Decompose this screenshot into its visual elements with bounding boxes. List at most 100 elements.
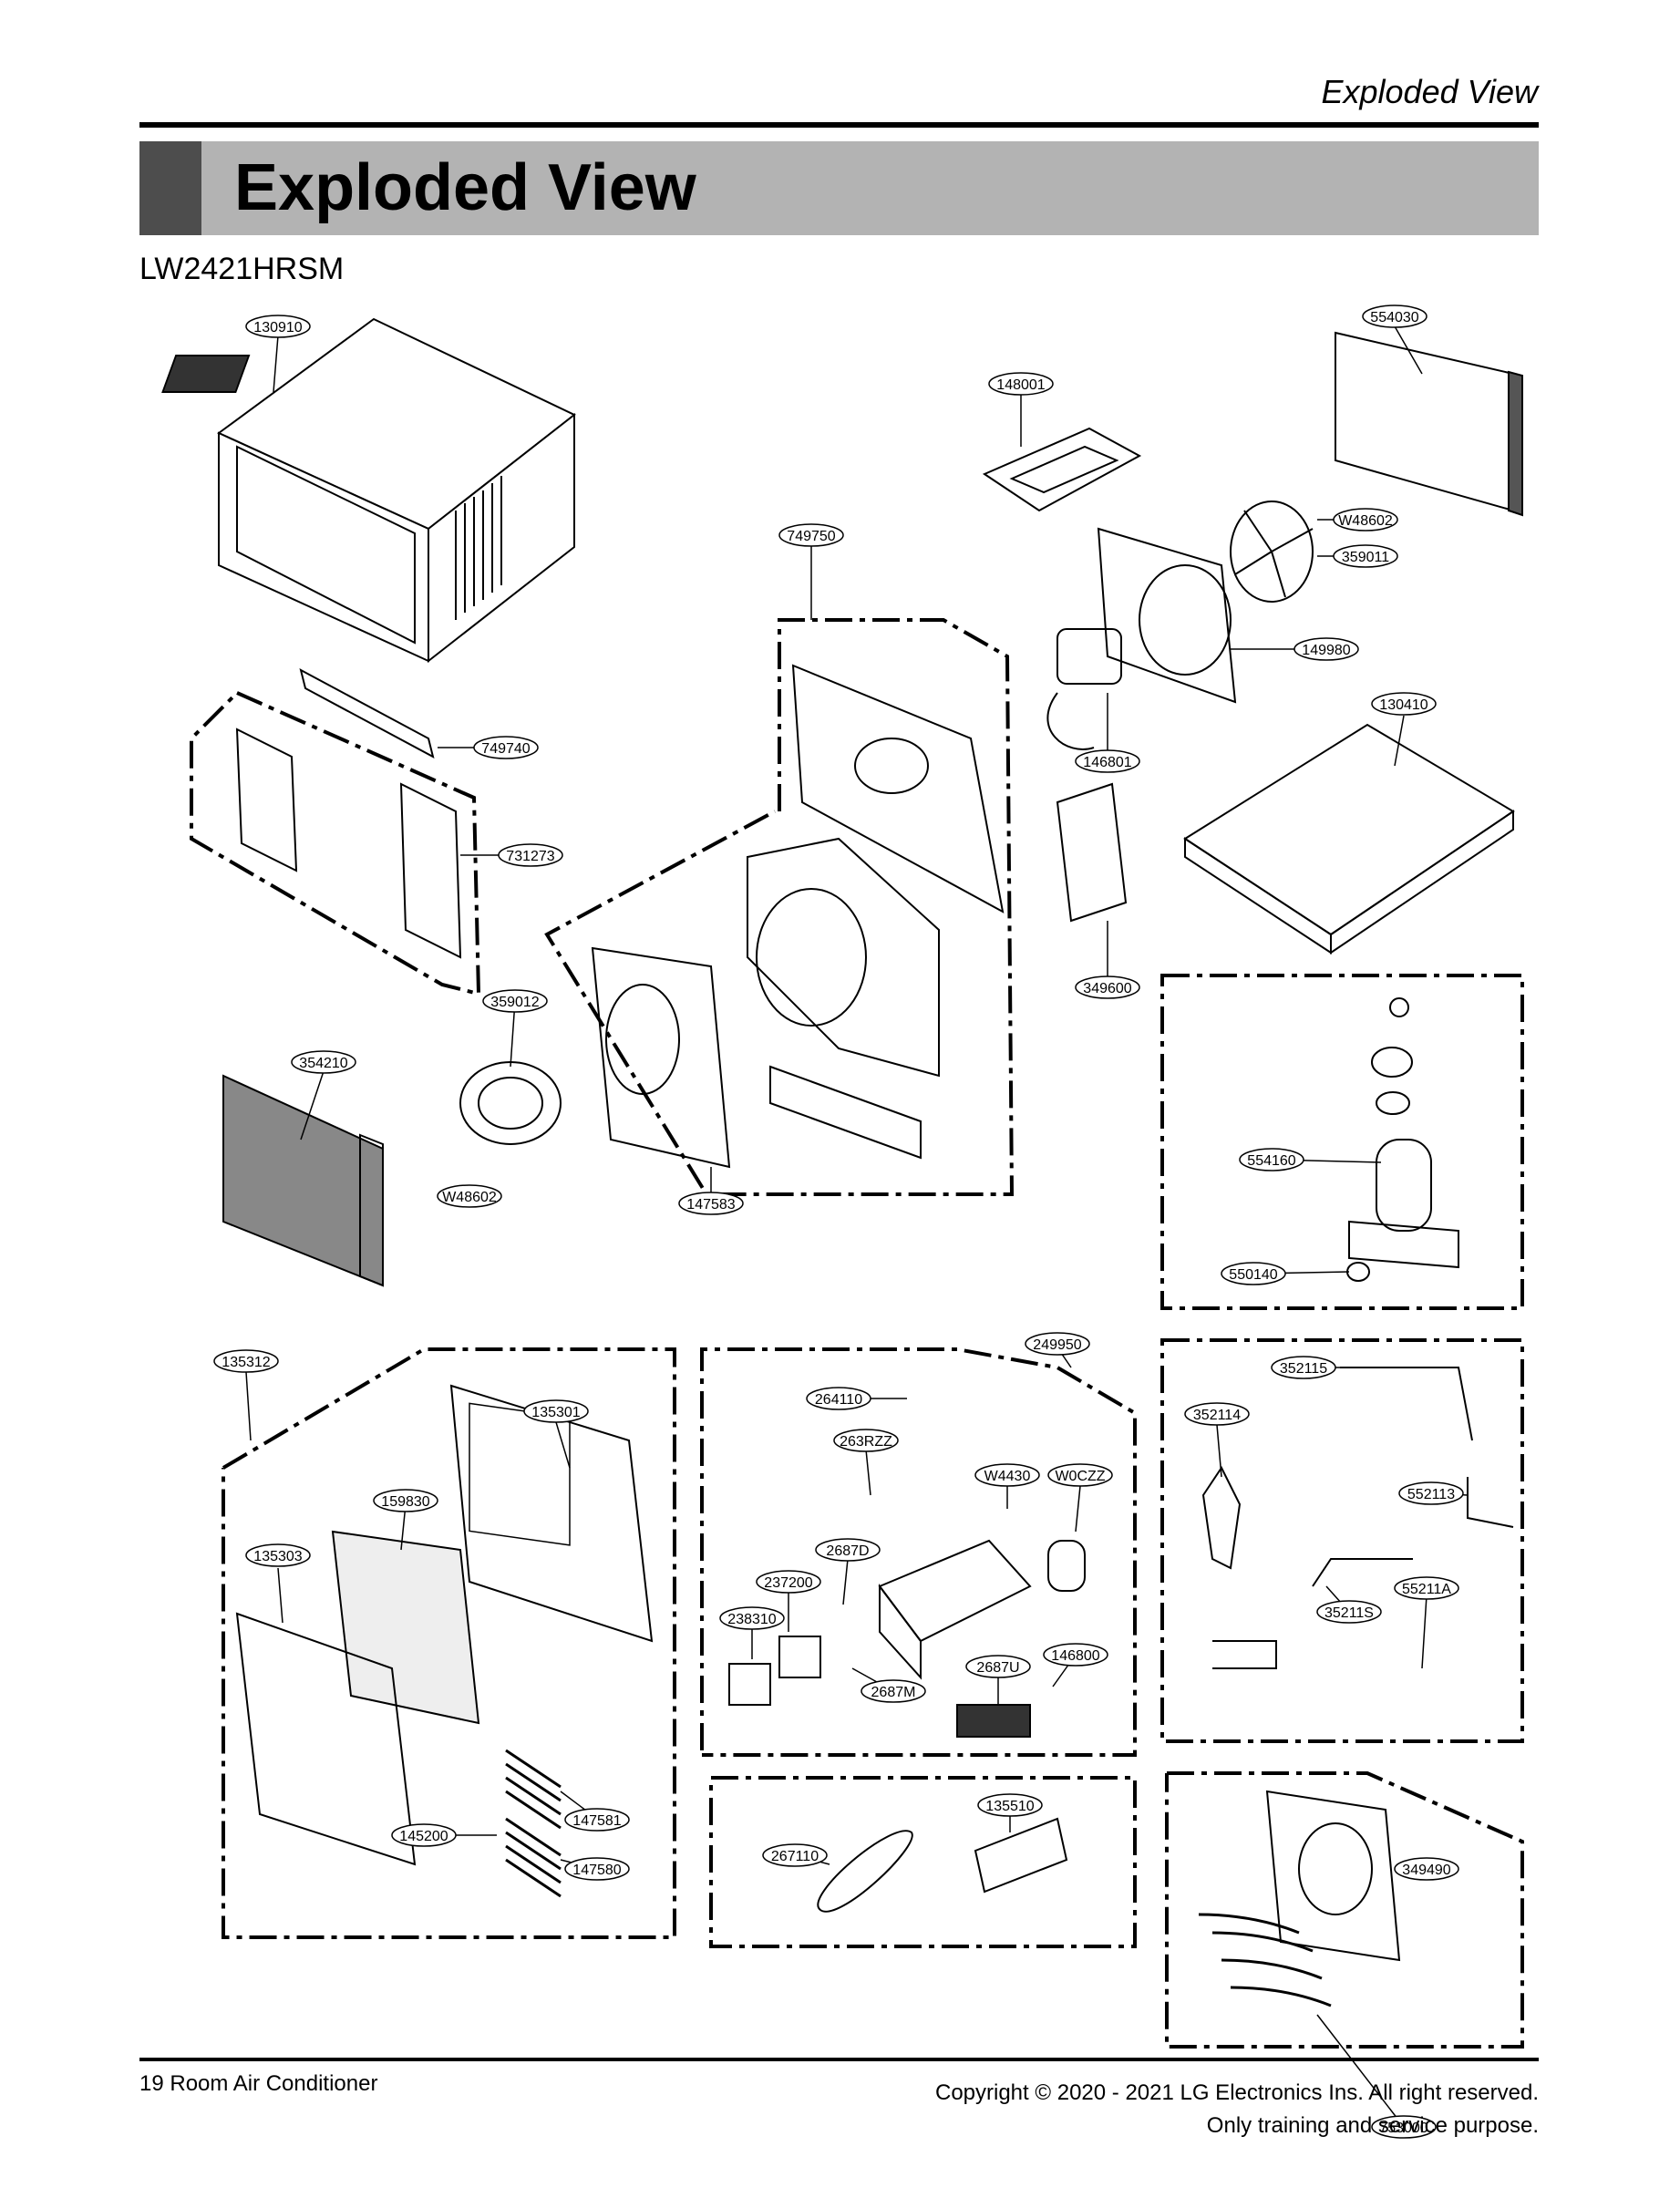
callout-bubble [1371,692,1437,716]
callout-bubble [245,315,311,338]
callout-26: W0CZZ [1047,1463,1113,1487]
header-rule [139,122,1539,128]
callout-6: 149980 [1293,637,1359,661]
callout-bubble [1239,1148,1304,1171]
callout-11: 349600 [1075,975,1140,999]
callout-bubble [482,989,548,1013]
callout-bubble [762,1843,828,1867]
callout-41: 135510 [977,1793,1043,1817]
callout-label: 550140 [1229,1267,1277,1283]
control-bracket-drawing [1056,782,1128,923]
callout-13: 354210 [291,1050,356,1074]
callout-8: 749740 [473,736,539,759]
callout-label: W0CZZ [1055,1469,1105,1484]
callout-bubble [965,1655,1031,1678]
callout-35: 146800 [1043,1643,1108,1667]
condenser-coil-drawing [1335,331,1523,517]
blower-housing-drawing [747,837,940,1078]
callout-label: W48602 [442,1190,497,1205]
callout-29: 2687D [815,1538,881,1562]
callout-bubble [291,1050,356,1074]
callout-0: 130910 [245,315,311,338]
callout-2: 148001 [988,372,1054,396]
callout-label: 264110 [815,1392,862,1408]
callout-16: 147583 [678,1192,744,1215]
footer-page-label: 19 Room Air Conditioner [139,2071,378,2096]
base-pan-drawing [1183,723,1515,936]
callout-label: 349600 [1083,981,1131,996]
callout-bubble [473,736,539,759]
callout-bubble [564,1808,630,1832]
callout-bubble [974,1463,1040,1487]
callout-label: 147581 [572,1813,621,1829]
usage-note-line: Only training and service purpose. [1206,2113,1539,2138]
callout-43: 349490 [1394,1857,1459,1881]
footer-copyright: Copyright © 2020 - 2021 LG Electronics I… [935,2077,1539,2142]
callout-bubble [988,372,1054,396]
compressor-drawing [1346,997,1459,1282]
callout-label: 237200 [764,1575,812,1591]
callout-label: 753000 [1379,2121,1427,2136]
callout-bubble [778,523,844,547]
filter-drawing [331,1530,480,1725]
callout-36: 2687U [965,1655,1031,1678]
copyright-line: Copyright © 2020 - 2021 LG Electronics I… [934,2080,1539,2105]
callout-20: 352115 [1271,1356,1336,1379]
callout-bubble [1398,1481,1464,1505]
rear-shroud-drawing [1265,1790,1401,1962]
rear-shroud-group-outline [1165,1771,1524,2049]
callout-bubble [1394,1857,1459,1881]
callout-bubble [1394,1576,1459,1600]
callout-25: W4430 [974,1463,1040,1487]
section-title: Exploded View [234,151,696,224]
callout-bubble [833,1429,899,1452]
blower-wheel-drawing [459,1061,562,1145]
callout-14: 554160 [1239,1148,1304,1171]
front-panel-drawing [449,1384,654,1643]
motor-drawing [1046,628,1122,750]
callout-bubble [1293,637,1359,661]
air-guide-group-outline [190,691,481,996]
callout-label: 349490 [1402,1863,1450,1878]
callout-5: 749750 [778,523,844,547]
callout-37: 2687M [861,1679,926,1703]
callout-label: 352115 [1280,1361,1327,1377]
callout-label: 146800 [1051,1648,1099,1664]
louver-stack-drawing [505,1749,562,1898]
callout-18: 135312 [213,1349,279,1373]
callout-label: 238310 [727,1612,776,1627]
callout-bubble [1362,304,1427,328]
model-number: LW2421HRSM [139,252,345,286]
callout-12: 359012 [482,989,548,1013]
callout-label: 35211S [1324,1605,1374,1621]
callout-33: 238310 [719,1606,785,1630]
callout-label: 135301 [531,1405,580,1420]
callout-15: W48602 [437,1184,502,1208]
callout-bubble [564,1857,630,1881]
evaporator-coil-drawing [222,1074,384,1287]
remote-group-outline [709,1776,1137,1948]
callout-bubble [1333,544,1398,568]
callout-22: 135301 [523,1399,589,1423]
callout-bubble [1025,1332,1090,1356]
callout-label: 2687D [826,1543,869,1559]
front-grille-group-outline [222,1347,676,1939]
callout-label: 159830 [381,1494,429,1510]
callout-label: 554030 [1370,310,1418,325]
callout-label: 354210 [299,1056,347,1071]
callout-9: 146801 [1075,749,1140,773]
callout-label: 731273 [506,849,554,864]
callout-21: 264110 [806,1387,871,1410]
callout-label: 146801 [1083,755,1131,770]
callout-label: 2687U [976,1660,1019,1676]
callout-bubble [977,1793,1043,1817]
callout-bubble [1043,1643,1108,1667]
callout-label: 135303 [253,1549,302,1564]
callout-label: 749740 [481,741,530,757]
callout-bubble [815,1538,881,1562]
callout-bubble [806,1387,871,1410]
callout-bubble [1075,749,1140,773]
callout-34: 35211S [1316,1600,1382,1624]
callout-bubble [719,1606,785,1630]
callout-bubble [1316,1600,1382,1624]
